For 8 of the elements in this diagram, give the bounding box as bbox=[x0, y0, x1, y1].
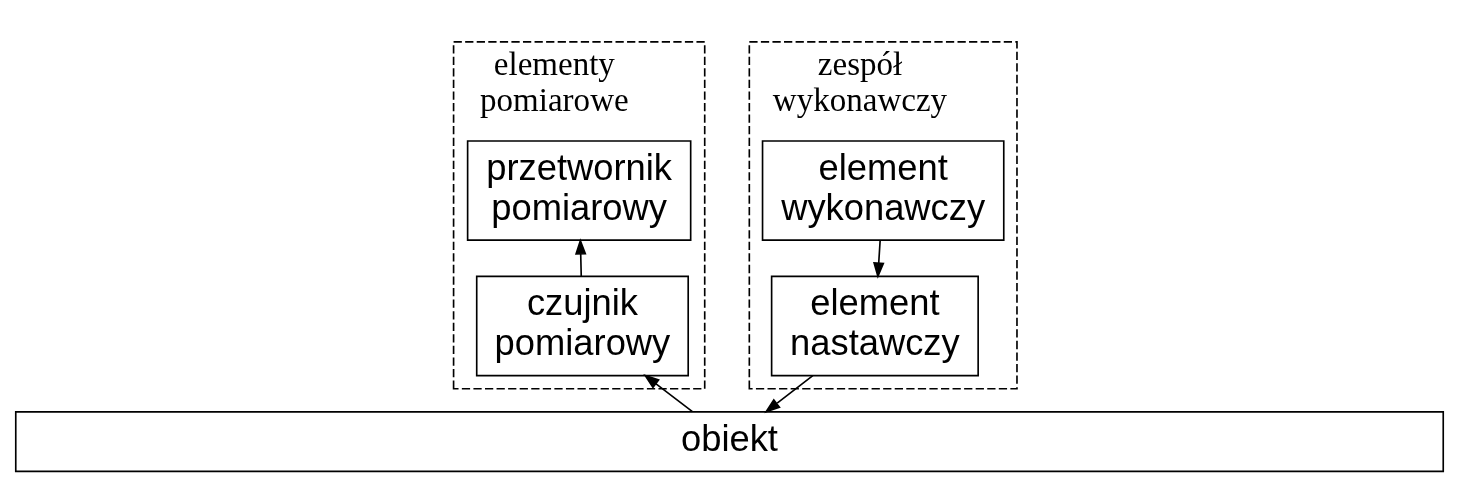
node-box: przetwornik pomiarowy bbox=[466, 139, 692, 241]
node-box: czujnik pomiarowy bbox=[475, 275, 690, 376]
node-box: element nastawczy bbox=[770, 275, 979, 376]
arrow bbox=[873, 239, 885, 279]
node-box: element wykonawczy bbox=[761, 139, 1005, 241]
node-box: obiekt bbox=[14, 410, 1445, 472]
arrow bbox=[764, 374, 814, 413]
arrow bbox=[574, 237, 587, 277]
